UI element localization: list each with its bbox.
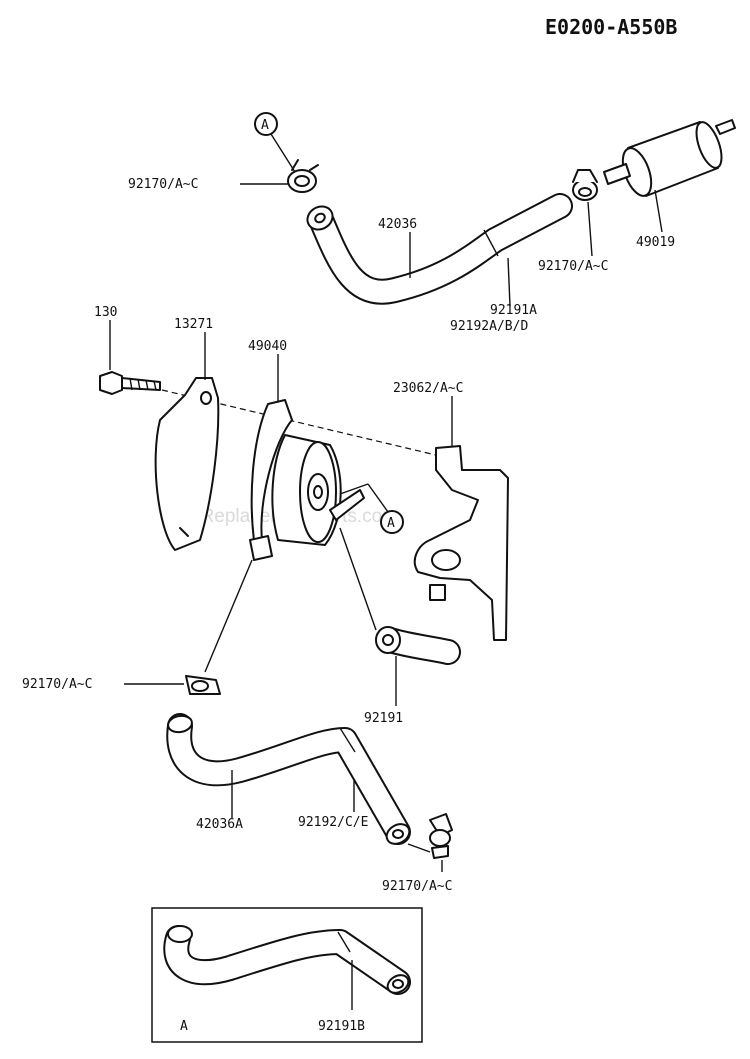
hose-bottom[interactable] — [166, 713, 413, 848]
hose-short[interactable] — [375, 626, 461, 665]
alignment-line — [161, 389, 441, 457]
label-clamp-top: 92170/A~C — [128, 177, 198, 192]
label-clamp-right: 92170/A~C — [538, 259, 608, 274]
label-clamp-bottom: 92170/A~C — [382, 879, 452, 894]
label-cover: 13271 — [174, 317, 213, 332]
fuel-filter[interactable] — [603, 119, 736, 200]
label-hose-top: 42036 — [378, 217, 417, 232]
callout-a-mid[interactable]: A — [380, 510, 404, 534]
svg-text:A: A — [387, 516, 395, 531]
inset-box: 92191B A — [151, 907, 423, 1043]
bracket[interactable] — [413, 445, 509, 641]
label-hose-short: 92191 — [364, 711, 403, 726]
label-oil-filter: 49040 — [248, 339, 287, 354]
clamp-top[interactable] — [287, 159, 319, 193]
label-filter: 49019 — [636, 235, 675, 250]
cover[interactable] — [154, 377, 220, 551]
hose-top[interactable] — [303, 193, 573, 305]
label-hose-bottom: 42036A — [196, 817, 243, 832]
svg-text:A: A — [261, 118, 269, 133]
leader-callout-a-top — [270, 133, 296, 173]
leader-sleeve — [507, 257, 511, 307]
label-inset-hose: 92191B — [318, 1019, 365, 1034]
leader-callout-a-mid-2 — [367, 483, 389, 513]
clamp-mid[interactable] — [185, 675, 221, 695]
label-sleeve-1: 92191A — [490, 303, 537, 318]
label-clamp-mid: 92170/A~C — [22, 677, 92, 692]
label-inset-letter: A — [180, 1019, 188, 1034]
inset-hose[interactable] — [163, 925, 412, 996]
leader-filter — [654, 189, 663, 233]
leader-callout-a-mid — [339, 483, 369, 495]
leader-sleeve-to-clamp — [407, 843, 431, 853]
diagram-code: E0200-A550B — [545, 15, 677, 39]
leader-oil-to-clamp — [204, 559, 253, 673]
callout-a-top[interactable]: A — [254, 112, 278, 136]
leader-hose-short-path — [339, 527, 377, 631]
clamp-bottom[interactable] — [429, 813, 453, 859]
label-bracket: 23062/A~C — [393, 381, 463, 396]
bolt[interactable] — [99, 371, 161, 395]
label-sleeve-2: 92192A/B/D — [450, 319, 528, 334]
leader-clamp-right — [587, 201, 593, 257]
oil-filter[interactable] — [249, 399, 365, 561]
clamp-right[interactable] — [572, 169, 598, 201]
label-sleeve-bottom: 92192/C/E — [298, 815, 368, 830]
label-bolt: 130 — [94, 305, 117, 320]
